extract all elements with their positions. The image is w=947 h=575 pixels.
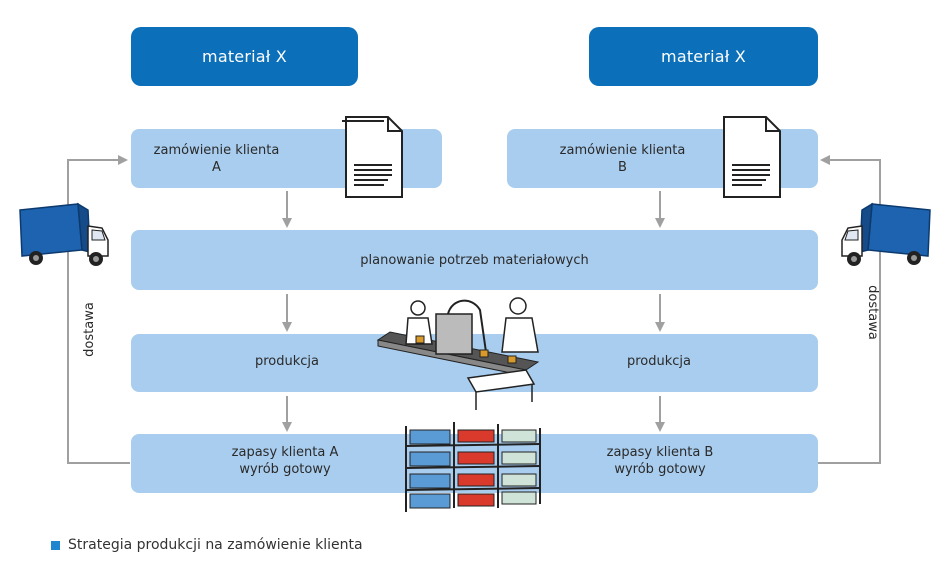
delivery-label-right: dostawa [864,285,880,340]
production-left-label: produkcja [255,354,320,369]
warehouse-shelves-icon [405,422,541,512]
material-header-right: materiał X [589,27,818,86]
customer-order-a-id: A [212,159,221,175]
caption-text: Strategia produkcji na zamówienie klient… [68,537,363,553]
document-icon [342,116,403,198]
document-icon [723,116,781,198]
production-line-icon [376,297,540,410]
delivery-loop-left [67,159,130,464]
material-header-right-label: materiał X [661,47,746,66]
caption-bullet-icon [51,540,60,550]
planning-label: planowanie potrzeb materiałowych [360,252,589,268]
delivery-label-left: dostawa [81,302,97,357]
customer-order-b-title: zamówienie klienta [559,142,686,158]
stock-a: zapasy klienta A wyrób gotowy [215,444,355,478]
customer-order-b-id: B [618,159,627,175]
stock-b-subtitle: wyrób gotowy [614,462,706,477]
delivery-loop-right [818,159,881,464]
material-header-left: materiał X [131,27,358,86]
stock-b: zapasy klienta B wyrób gotowy [590,444,730,478]
customer-order-a-title: zamówienie klienta [153,142,280,158]
figure-caption: Strategia produkcji na zamówienie klient… [51,537,363,553]
material-header-left-label: materiał X [202,47,287,66]
stock-b-title: zapasy klienta B [606,445,714,460]
stock-a-title: zapasy klienta A [231,445,339,460]
material-requirements-planning: planowanie potrzeb materiałowych [131,230,818,290]
production-right-label: produkcja [627,354,692,369]
stock-a-subtitle: wyrób gotowy [239,462,331,477]
truck-icon [19,202,109,266]
truck-icon [841,202,931,266]
